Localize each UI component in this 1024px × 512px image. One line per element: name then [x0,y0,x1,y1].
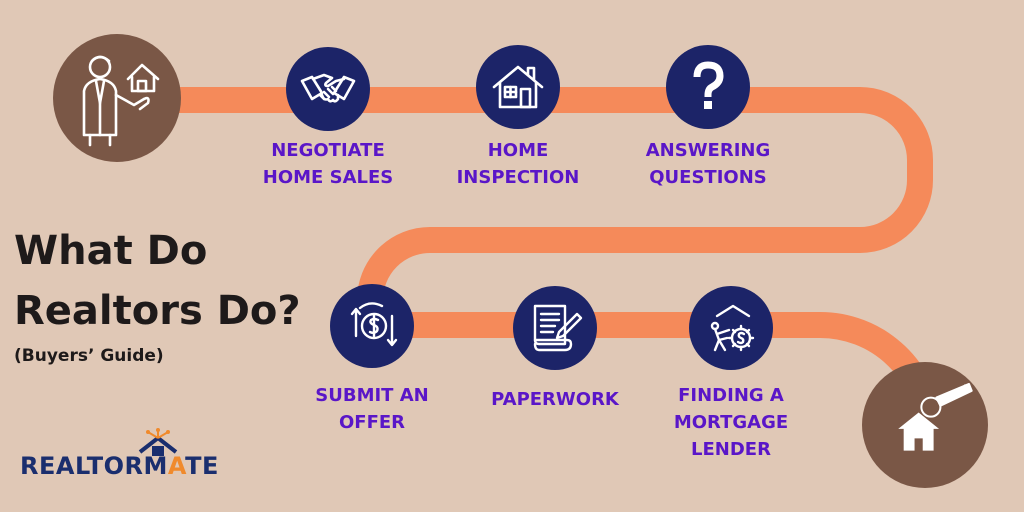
step-3-label-line2: QUESTIONS [649,167,767,188]
title-line-1: What Do [14,228,208,274]
mortgage-lender-icon [710,304,755,352]
step-2-label: HOME INSPECTION [423,137,613,191]
step-3-label: ANSWERING QUESTIONS [613,137,803,191]
subtitle: (Buyers’ Guide) [14,346,164,366]
step-6-label-line3: LENDER [691,439,771,460]
step-1-circle [286,47,370,131]
step-3-circle [666,45,750,129]
title-line-2: Realtors Do? [14,288,301,334]
step-4-label-line2: OFFER [338,412,406,433]
question-mark-icon [693,61,724,109]
logo-text-m: M [143,452,168,480]
logo-text-a: A [167,452,186,480]
document-pen-icon [533,304,583,352]
house-key-icon [898,382,973,451]
step-1-label-line1: NEGOTIATE [271,140,385,161]
step-1-label-line2: HOME SALES [262,167,394,188]
step-6-circle [689,286,773,370]
step-6-label-line2: MORTGAGE [673,412,789,433]
step-4-circle [330,284,414,368]
step-2-circle [476,45,560,129]
realtor-with-house-icon [82,55,160,147]
step-5-label: PAPERWORK [460,386,650,413]
step-5-circle [513,286,597,370]
step-5-label-line1: PAPERWORK [491,389,619,410]
end-circle [862,362,988,488]
step-3-label-line1: ANSWERING [645,140,771,161]
step-2-label-line2: INSPECTION [456,167,580,188]
logo-wordmark: REALTORMATE [20,452,219,480]
handshake-icon [300,73,356,103]
path-road [102,87,943,443]
logo-roof-icon [138,428,178,456]
dollar-exchange-icon [350,302,398,347]
realtormate-logo: REALTORMATE [12,428,252,488]
house-icon [492,65,544,109]
step-6-label-line1: FINDING A [678,385,784,406]
logo-text-te: TE [185,452,219,480]
logo-text-realtor: REALTOR [20,452,144,480]
step-1-label: NEGOTIATE HOME SALES [233,137,423,191]
step-2-label-line1: HOME [487,140,549,161]
step-4-label: SUBMIT AN OFFER [277,382,467,436]
step-4-label-line1: SUBMIT AN [315,385,429,406]
step-6-label: FINDING A MORTGAGE LENDER [636,382,826,463]
start-circle [53,34,181,162]
